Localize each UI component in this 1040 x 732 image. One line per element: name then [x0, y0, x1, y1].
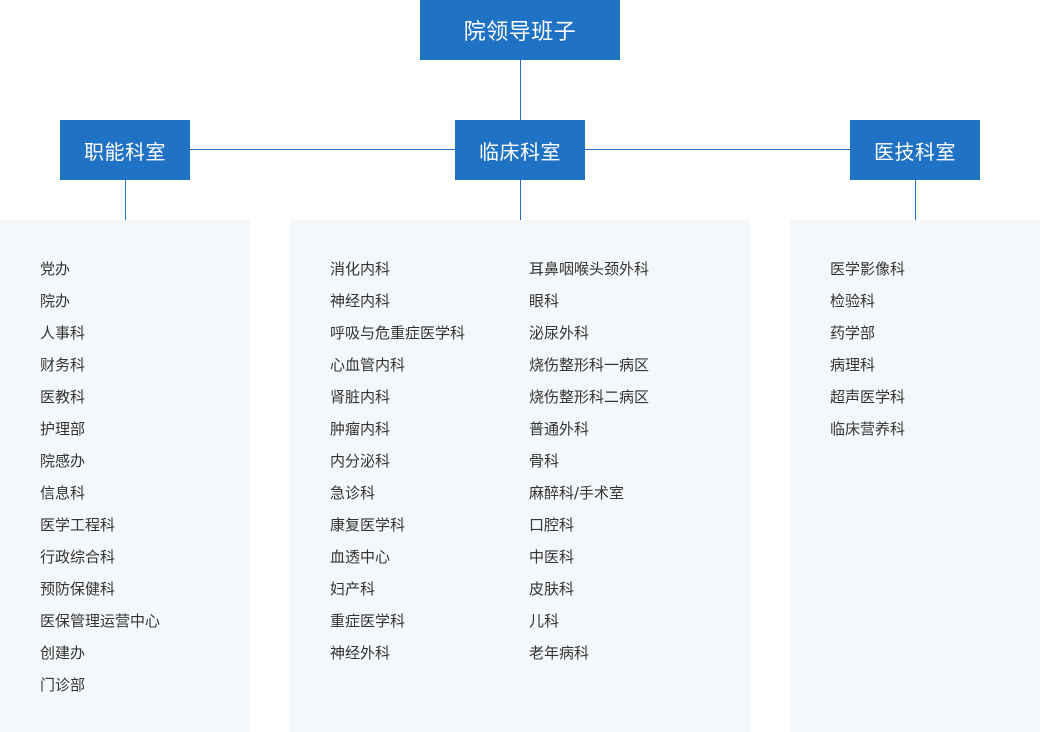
department-item[interactable]: 儿科 — [529, 612, 560, 630]
department-item[interactable]: 骨科 — [529, 452, 560, 470]
department-item[interactable]: 眼科 — [529, 292, 560, 310]
department-item[interactable]: 妇产科 — [330, 580, 376, 598]
department-item[interactable]: 医学影像科 — [830, 260, 906, 278]
department-item[interactable]: 耳鼻咽喉头颈外科 — [529, 260, 650, 278]
department-item[interactable]: 临床营养科 — [830, 420, 906, 438]
department-item[interactable]: 医教科 — [40, 388, 86, 406]
root-connector — [520, 60, 521, 120]
department-item[interactable]: 中医科 — [529, 548, 575, 566]
department-item[interactable]: 院办 — [40, 292, 71, 310]
department-item[interactable]: 血透中心 — [330, 548, 391, 566]
department-item[interactable]: 党办 — [40, 260, 71, 278]
department-item[interactable]: 超声医学科 — [830, 388, 906, 406]
clinical-department-list-column-2: 耳鼻咽喉头颈外科眼科泌尿外科烧伤整形科一病区烧伤整形科二病区普通外科骨科麻醉科/… — [529, 256, 649, 672]
admin-connector — [125, 180, 126, 220]
department-item[interactable]: 药学部 — [830, 324, 876, 342]
department-item[interactable]: 消化内科 — [330, 260, 391, 278]
department-item[interactable]: 老年病科 — [529, 644, 590, 662]
department-item[interactable]: 口腔科 — [529, 516, 575, 534]
department-item[interactable]: 神经内科 — [330, 292, 391, 310]
department-item[interactable]: 呼吸与危重症医学科 — [330, 324, 466, 342]
department-item[interactable]: 检验科 — [830, 292, 876, 310]
department-item[interactable]: 病理科 — [830, 356, 876, 374]
department-item[interactable]: 皮肤科 — [529, 580, 575, 598]
department-item[interactable]: 康复医学科 — [330, 516, 406, 534]
department-item[interactable]: 门诊部 — [40, 676, 86, 694]
department-item[interactable]: 普通外科 — [529, 420, 590, 438]
medtech-department-list: 医学影像科检验科药学部病理科超声医学科临床营养科 — [830, 256, 905, 448]
department-item[interactable]: 内分泌科 — [330, 452, 391, 470]
department-item[interactable]: 心血管内科 — [330, 356, 406, 374]
department-item[interactable]: 医保管理运营中心 — [40, 612, 161, 630]
medtech-department-panel: 医学影像科检验科药学部病理科超声医学科临床营养科 — [790, 220, 1040, 732]
department-item[interactable]: 医学工程科 — [40, 516, 116, 534]
department-item[interactable]: 行政综合科 — [40, 548, 116, 566]
department-item[interactable]: 急诊科 — [330, 484, 376, 502]
admin-department-list: 党办院办人事科财务科医教科护理部院感办信息科医学工程科行政综合科预防保健科医保管… — [40, 256, 160, 704]
admin-department-panel: 党办院办人事科财务科医教科护理部院感办信息科医学工程科行政综合科预防保健科医保管… — [0, 220, 250, 732]
department-item[interactable]: 麻醉科/手术室 — [529, 484, 625, 502]
department-item[interactable]: 财务科 — [40, 356, 86, 374]
clinical-department-list-column-1: 消化内科神经内科呼吸与危重症医学科心血管内科肾脏内科肿瘤内科内分泌科急诊科康复医… — [330, 256, 465, 672]
department-item[interactable]: 院感办 — [40, 452, 86, 470]
department-item[interactable]: 肿瘤内科 — [330, 420, 391, 438]
branch-node-medtech[interactable]: 医技科室 — [850, 120, 980, 180]
department-item[interactable]: 烧伤整形科二病区 — [529, 388, 650, 406]
branch-connector-right — [585, 149, 850, 150]
department-item[interactable]: 重症医学科 — [330, 612, 406, 630]
branch-node-clinical[interactable]: 临床科室 — [455, 120, 585, 180]
department-item[interactable]: 信息科 — [40, 484, 86, 502]
branch-node-admin[interactable]: 职能科室 — [60, 120, 190, 180]
department-item[interactable]: 神经外科 — [330, 644, 391, 662]
department-item[interactable]: 预防保健科 — [40, 580, 116, 598]
root-node-leadership[interactable]: 院领导班子 — [420, 0, 620, 60]
department-item[interactable]: 泌尿外科 — [529, 324, 590, 342]
department-item[interactable]: 烧伤整形科一病区 — [529, 356, 650, 374]
medtech-connector — [915, 180, 916, 220]
clinical-department-panel: 消化内科神经内科呼吸与危重症医学科心血管内科肾脏内科肿瘤内科内分泌科急诊科康复医… — [290, 220, 750, 732]
clinical-connector — [520, 180, 521, 220]
branch-connector-left — [190, 149, 455, 150]
department-item[interactable]: 肾脏内科 — [330, 388, 391, 406]
department-item[interactable]: 创建办 — [40, 644, 86, 662]
department-item[interactable]: 护理部 — [40, 420, 86, 438]
department-item[interactable]: 人事科 — [40, 324, 86, 342]
